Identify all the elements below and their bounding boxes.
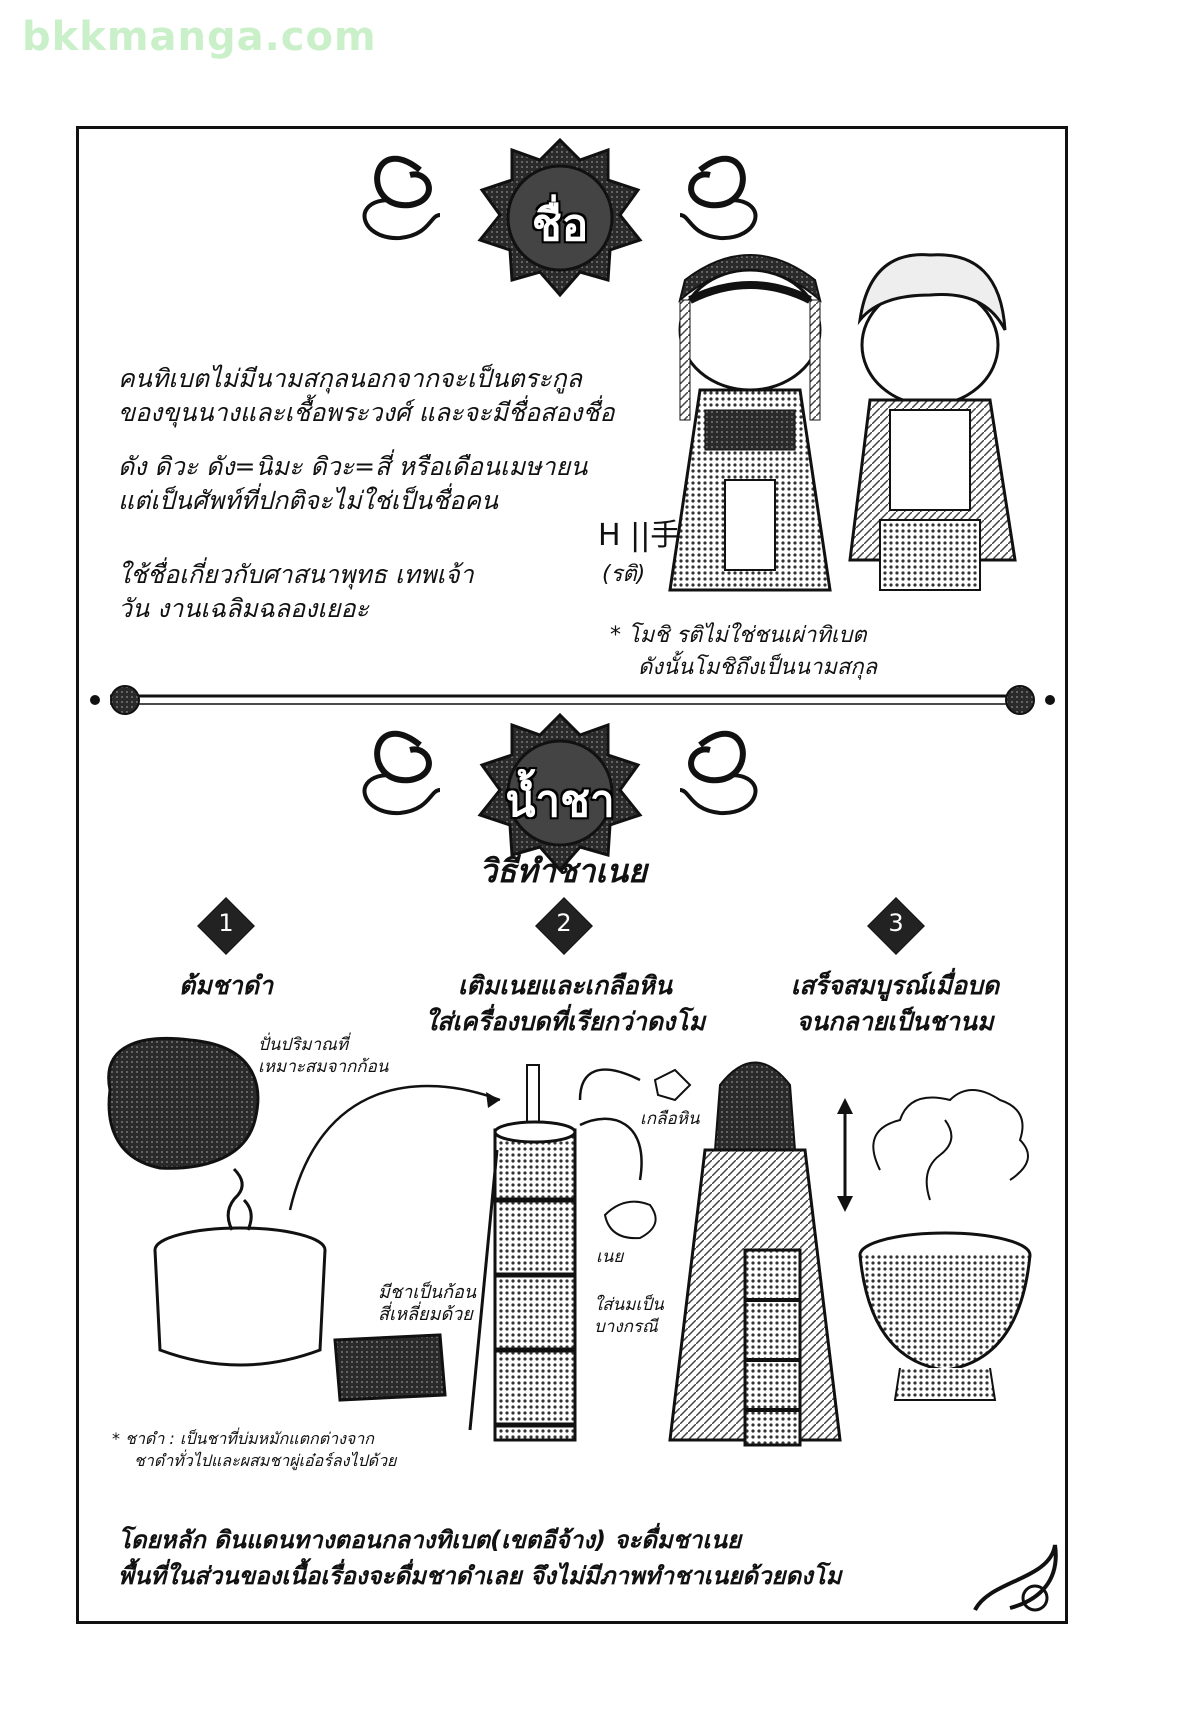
up-down-arrow — [837, 1098, 853, 1212]
name-footnote-line-2: ดังนั้นโมชิถึงเป็นนามสกุล — [638, 655, 878, 680]
name-paragraph-1-line-1: คนทิเบตไม่มีนามสกุลนอกจากจะเป็นตระกูล — [118, 364, 582, 393]
step-2-number: 2 — [556, 909, 572, 937]
tea-ball-illustration — [107, 1036, 260, 1170]
knead-annotation: ปั่นปริมาณที่ เหมาะสมจากก้อน — [258, 1034, 388, 1078]
woman-churning-illustration — [668, 1061, 842, 1447]
step-3-title-line-1: เสร็จสมบูรณ์เมื่อบด — [790, 971, 1000, 1000]
name-paragraph-1-line-2: ของขุนนางและเชื้อพระวงศ์ และจะมีชื่อสองช… — [118, 398, 615, 427]
section-divider — [90, 685, 1055, 715]
section-name-title: ชื่อ — [531, 200, 589, 251]
conclusion-line-2: พื้นที่ในส่วนของเนื้อเรื่องจะดื่มชาดำเลย… — [118, 1562, 842, 1590]
name-paragraph-2-line-1: ดัง ดิวะ ดัง=นิมะ ดิวะ=สี่ หรือเดือนเมษา… — [118, 452, 588, 481]
step-2-title-line-1: เติมเนยและเกลือหิน — [458, 971, 672, 1000]
step-badges — [197, 897, 925, 955]
corner-ornament — [973, 1544, 1058, 1612]
conclusion-text: โดยหลัก ดินแดนทางตอนกลางทิเบต(เขตอีจ้าง)… — [118, 1522, 842, 1594]
kanji-reading: (รติ) — [602, 562, 646, 587]
knead-annotation-line-1: ปั่นปริมาณที่ — [258, 1035, 349, 1055]
milk-annotation-line-1: ใส่นมเป็น — [594, 1295, 664, 1315]
medallion-tea-ornament — [362, 712, 758, 873]
kanji-label: H ||手 — [598, 518, 681, 553]
salt-annotation: เกลือหิน — [640, 1109, 700, 1129]
step-2-title: เติมเนยและเกลือหิน ใส่เครื่องบดที่เรียกว… — [390, 968, 740, 1040]
black-tea-note-line-1: * ชาดำ : เป็นชาที่บ่มหมักแตกต่างจาก — [112, 1429, 374, 1448]
step-3-title: เสร็จสมบูรณ์เมื่อบด จนกลายเป็นชานม — [770, 968, 1020, 1040]
butter-annotation: เนย — [596, 1247, 624, 1267]
milk-annotation: ใส่นมเป็น บางกรณี — [594, 1294, 664, 1338]
brick-annotation-line-1: มีชาเป็นก้อน — [378, 1282, 477, 1303]
watermark: bkkmanga.com — [22, 14, 377, 60]
page-frame — [76, 126, 1068, 1624]
step-3-title-line-2: จนกลายเป็นชานม — [796, 1007, 994, 1036]
step-2-title-line-2: ใส่เครื่องบดที่เรียกว่าดงโม — [424, 1007, 706, 1036]
arrow-salt — [578, 1068, 641, 1101]
milk-annotation-line-2: บางกรณี — [594, 1317, 658, 1337]
black-tea-note-line-2: ชาดำทั่วไปและผสมชาผู่เอ๋อร์ลงไปด้วย — [134, 1451, 397, 1470]
brick-annotation: มีชาเป็นก้อน สี่เหลี่ยมด้วย — [378, 1282, 476, 1326]
character-girl-illustration — [668, 254, 832, 592]
salt-rock-illustration — [653, 1068, 692, 1102]
step-3-number: 3 — [888, 909, 904, 937]
name-footnote: * โมชิ รติไม่ใช่ชนเผ่าทิเบต ดังนั้นโมชิถ… — [610, 620, 877, 684]
step-1-title: ต้มชาดำ — [179, 971, 273, 1000]
boiling-pot-illustration — [153, 1167, 327, 1367]
black-tea-note: * ชาดำ : เป็นชาที่บ่มหมักแตกต่างจาก ชาดำ… — [112, 1428, 396, 1472]
brick-annotation-line-2: สี่เหลี่ยมด้วย — [378, 1304, 473, 1325]
name-paragraph-2-line-2: แต่เป็นศัพท์ที่ปกติจะไม่ใช่เป็นชื่อคน — [118, 486, 499, 515]
name-paragraph-2: ดัง ดิวะ ดัง=นิมะ ดิวะ=สี่ หรือเดือนเมษา… — [118, 450, 587, 518]
tea-brick-illustration — [333, 1333, 447, 1402]
name-footnote-line-1: * โมชิ รติไม่ใช่ชนเผ่าทิเบต — [610, 623, 867, 648]
section-tea-title: น้ำชา — [505, 776, 615, 827]
name-paragraph-3: ใช้ชื่อเกี่ยวกับศาสนาพุทธ เทพเจ้า วัน งา… — [118, 558, 474, 626]
tea-bowl-illustration — [858, 1089, 1032, 1401]
arrow-butter — [579, 1117, 643, 1181]
name-paragraph-1: คนทิเบตไม่มีนามสกุลนอกจากจะเป็นตระกูล ขอ… — [118, 362, 614, 430]
dongmo-churn-illustration — [468, 1064, 577, 1442]
name-paragraph-3-line-1: ใช้ชื่อเกี่ยวกับศาสนาพุทธ เทพเจ้า — [118, 560, 474, 589]
step-1-number: 1 — [218, 909, 234, 937]
tea-subtitle: วิธีทำชาเนย — [479, 852, 647, 890]
conclusion-line-1: โดยหลัก ดินแดนทางตอนกลางทิเบต(เขตอีจ้าง)… — [118, 1526, 742, 1554]
knead-annotation-line-2: เหมาะสมจากก้อน — [258, 1057, 389, 1077]
medallion-name-ornament — [362, 137, 758, 298]
name-paragraph-3-line-2: วัน งานเฉลิมฉลองเยอะ — [118, 594, 369, 623]
butter-illustration — [603, 1200, 657, 1240]
character-boy-illustration — [848, 253, 1017, 591]
arrow-pot-to-churn — [288, 1084, 501, 1211]
